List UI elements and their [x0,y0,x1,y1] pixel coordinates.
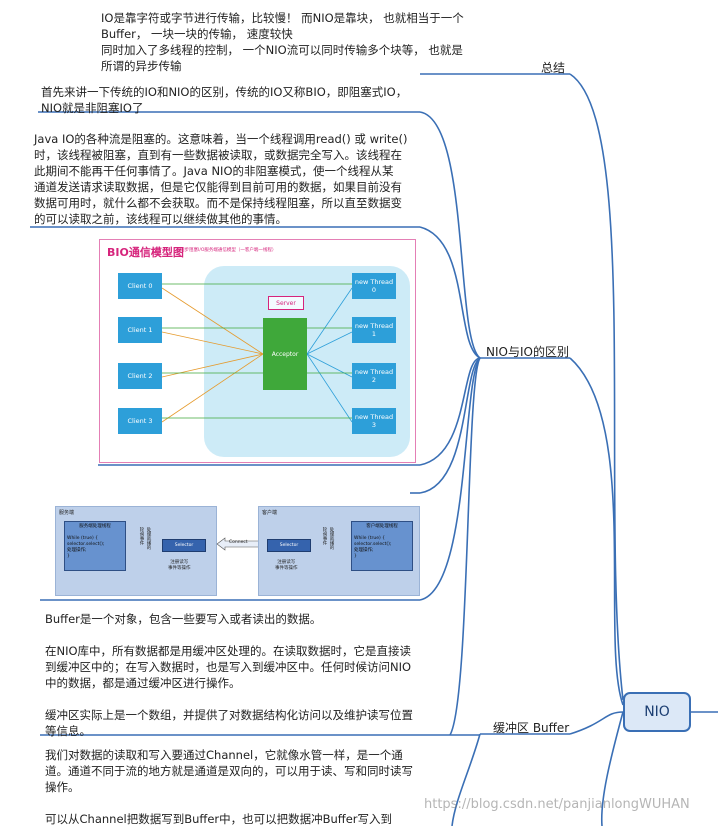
code-line: } [67,554,70,559]
branch-label-difference[interactable]: NIO与IO的区别 [486,345,569,359]
note-line: 道。通道不同于流的地方就是通道是双向的，可以用于读、写和同时读写 [45,764,413,778]
bio-diagram-subtitle: 同步阻塞I/O服务端通信模型（一客户端一线程） [180,248,277,253]
note-line: 到缓冲区中的；在写入数据时，也是写入到缓冲区中。任何时候访问NIO [45,660,412,674]
client-box: Client 2 [118,363,162,389]
note-line: 首先来讲一下传统的IO和NIO的区别，传统的IO又称BIO，即阻塞式IO， [41,85,408,99]
note-line: 所谓的异步传输 [101,59,182,73]
note-line: 可以从Channel把数据写到Buffer中，也可以把数据冲Buffer写入到 [45,812,393,826]
branch-label-summary[interactable]: 总结 [541,61,566,75]
server-selector-box: Selector [162,539,206,552]
thread-index: 0 [371,286,377,294]
tag-line: 事件等操作 [168,566,191,571]
thread-label: new Thread [354,322,394,330]
root-node-nio[interactable]: NIO [623,692,691,732]
server-vtext: 轮询事件 [139,527,144,545]
tag-line: 事件等操作 [275,566,298,571]
client-side-label: 客户端 [262,510,278,516]
note-line: 数据可用时，就什么都不会获取。而不是保持线程阻塞，所以直至数据变 [34,196,402,210]
note-line: 通道发送请求读取数据，但是它仅能得到目前可用的数据，如果目前没有 [34,180,402,194]
server-label: Server [268,296,304,310]
note-blocking[interactable]: Java IO的各种流是阻塞的。这意味着，当一个线程调用read() 或 wri… [34,131,434,227]
note-intro[interactable]: 首先来讲一下传统的IO和NIO的区别，传统的IO又称BIO，即阻塞式IO， NI… [41,84,441,116]
client-thread-box: 客户端处理线程 While (true) { selector.select()… [351,521,413,571]
thread-label: new Thread [354,368,394,376]
branch-label-buffer[interactable]: 缓冲区 Buffer [493,721,570,735]
note-line: 此期间不能再干任何事情了。Java NIO的非阻塞模式，使一个线程从某 [34,164,394,178]
code-line: 处理操作; [67,548,87,553]
root-node-label: NIO [644,704,670,720]
code-line: selector.select(); [67,542,105,547]
code-line: 处理操作; [354,548,374,553]
thread-index: 2 [371,376,377,384]
note-line: 同时加入了多线程的控制， 一个NIO流可以同时传输多个块等， 也就是 [101,43,463,57]
note-line: 的可以读取之前，该线程可以继续做其他的事情。 [34,212,287,226]
thread-index: 3 [371,421,377,429]
code-line: While (true) { [354,536,386,541]
client-box: Client 3 [118,408,162,434]
note-line: NIO就是非阻塞IO了 [41,101,144,115]
note-line: Java IO的各种流是阻塞的。这意味着，当一个线程调用read() 或 wri… [34,132,408,146]
connect-label: Connect [229,540,248,545]
note-line: IO是靠字符或字节进行传输，比较慢！ 而NIO是靠块， 也就相当于一个 [101,11,464,25]
client-box: Client 0 [118,273,162,299]
bio-model-diagram[interactable]: BIO通信模型图 同步阻塞I/O服务端通信模型（一客户端一线程） Server … [99,239,416,463]
note-line: 操作。 [45,780,80,794]
note-line: 我们对数据的读取和写入要通过Channel，它就像水管一样，是一个通 [45,748,403,762]
tag-line: 注册读写 [170,560,189,565]
note-line: 等信息。 [45,724,91,738]
client-side-panel: 客户端 Selector 轮询事件 处理就绪的 注册读写 事件等操作 客户端处理… [258,506,420,596]
client-thread-label: 客户端处理线程 [366,524,398,529]
acceptor-box: Acceptor [263,318,307,390]
code-line: selector.select(); [354,542,392,547]
client-vtext: 处理就绪的 [329,527,334,550]
note-line: 时，该线程被阻塞，直到有一些数据被读取，或数据完全写入。该线程在 [34,148,402,162]
server-thread-label: 服务端处理线程 [79,524,111,529]
note-summary[interactable]: IO是靠字符或字节进行传输，比较慢！ 而NIO是靠块， 也就相当于一个 Buff… [101,10,501,74]
tag-line: 注册读写 [277,560,296,565]
client-selector-box: Selector [267,539,311,552]
server-vtext: 处理就绪的 [146,527,151,550]
client-box: Client 1 [118,317,162,343]
nio-selector-diagram[interactable]: 服务端 服务端处理线程 While (true) { selector.sele… [55,506,420,596]
note-line: 中的数据，都是通过缓冲区进行操作。 [45,676,241,690]
client-vtext: 轮询事件 [322,527,327,545]
note-line: 在NIO库中，所有数据都是用缓冲区处理的。在读取数据时，它是直接读 [45,644,412,658]
client-register-tag: 注册读写 事件等操作 [275,559,298,571]
code-line: } [354,554,357,559]
thread-label: new Thread [354,413,394,421]
bio-diagram-title: BIO通信模型图 [107,246,184,259]
note-line: Buffer， 一块一块的传输， 速度较快 [101,27,293,41]
thread-label: new Thread [354,278,394,286]
server-register-tag: 注册读写 事件等操作 [168,559,191,571]
server-side-label: 服务端 [59,510,75,516]
watermark: https://blog.csdn.net/panjianlongWUHAN [424,797,690,812]
note-channel[interactable]: 我们对数据的读取和写入要通过Channel，它就像水管一样，是一个通 道。通道不… [45,747,445,827]
thread-index: 1 [371,330,377,338]
note-line: 缓冲区实际上是一个数组，并提供了对数据结构化访问以及维护读写位置 [45,708,413,722]
server-thread-box: 服务端处理线程 While (true) { selector.select()… [64,521,126,571]
bio-arrows [161,283,353,423]
server-side-panel: 服务端 服务端处理线程 While (true) { selector.sele… [55,506,217,596]
code-line: While (true) { [67,536,99,541]
note-buffer[interactable]: Buffer是一个对象，包含一些要写入或者读出的数据。 在NIO库中，所有数据都… [45,611,445,739]
note-line: Buffer是一个对象，包含一些要写入或者读出的数据。 [45,612,322,626]
